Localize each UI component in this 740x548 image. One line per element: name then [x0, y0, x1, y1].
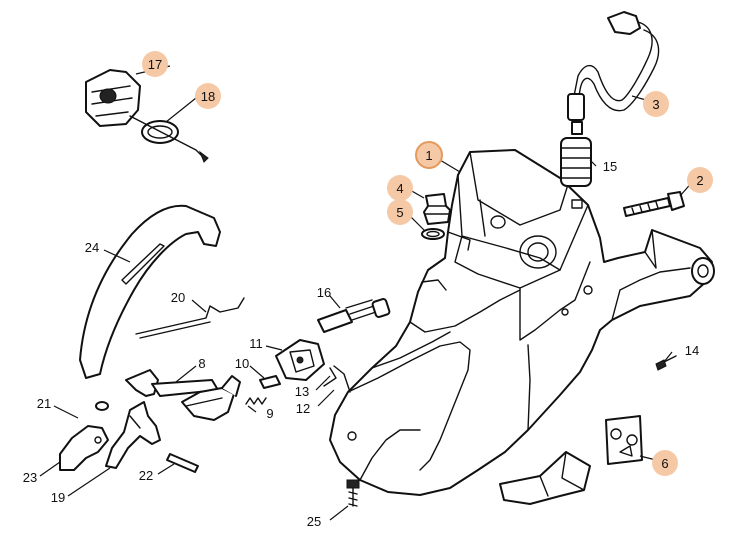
spring-part-9: [245, 397, 267, 405]
callout-label-12: 12: [296, 401, 310, 416]
screw-part-14: [655, 355, 677, 371]
callout-label-1: 1: [425, 148, 432, 163]
starter-part: [85, 69, 209, 163]
handle-bar-part: [79, 204, 221, 379]
callout-label-23: 23: [23, 470, 37, 485]
block-part-10: [259, 375, 281, 389]
callout-badge-18: [195, 83, 221, 109]
callout-badge-2: [687, 167, 713, 193]
fuel-filter-part: [560, 137, 592, 187]
screw-part-25: [346, 479, 360, 507]
callout-label-20: 20: [171, 290, 185, 305]
pin-part-22: [166, 453, 199, 473]
callout-label-17: 17: [148, 57, 162, 72]
callout-label-6: 6: [661, 456, 668, 471]
callout-ring-1: [415, 141, 443, 169]
callout-label-4: 4: [396, 181, 403, 196]
callout-badges: [142, 51, 713, 476]
callout-label-5: 5: [396, 205, 403, 220]
trigger-lever-part: [125, 369, 241, 421]
callout-label-18: 18: [201, 89, 215, 104]
callout-label-19: 19: [51, 490, 65, 505]
callout-label-2: 2: [696, 173, 703, 188]
callout-label-24: 24: [85, 240, 99, 255]
callout-label-8: 8: [198, 356, 205, 371]
callout-label-9: 9: [266, 406, 273, 421]
callout-label-10: 10: [235, 356, 249, 371]
callout-badge-6: [652, 450, 678, 476]
callout-badge-5: [387, 199, 413, 225]
grommet-part: [421, 193, 451, 240]
fuel-line-part: [567, 11, 660, 135]
callout-label-21: 21: [37, 396, 51, 411]
callout-badge-4: [387, 175, 413, 201]
housing-part: [329, 149, 715, 496]
callout-label-25: 25: [307, 514, 321, 529]
rod-part: [135, 297, 245, 339]
callout-label-11: 11: [249, 336, 263, 351]
callout-label-13: 13: [295, 384, 309, 399]
callout-label-16: 16: [317, 285, 331, 300]
catch-part: [59, 401, 109, 471]
callout-label-15: 15: [603, 159, 617, 174]
switch-part-11: [275, 339, 325, 381]
callout-label-14: 14: [685, 343, 699, 358]
bracket-part: [499, 451, 591, 505]
lever-part-19: [105, 401, 161, 469]
callout-badge-3: [643, 91, 669, 117]
callout-badge-1: [416, 142, 442, 168]
label-plate-part: [605, 415, 643, 465]
screw-part-2: [623, 191, 685, 217]
spring-part-12-13: [323, 365, 351, 393]
callout-label-22: 22: [139, 468, 153, 483]
callout-labels: 1 2 3 4 5 6 8 9 10 11 12 13 14 15 16 17 …: [23, 57, 704, 529]
callout-label-3: 3: [652, 97, 659, 112]
pin-part-16: [317, 298, 391, 333]
callout-badge-17: [142, 51, 168, 77]
